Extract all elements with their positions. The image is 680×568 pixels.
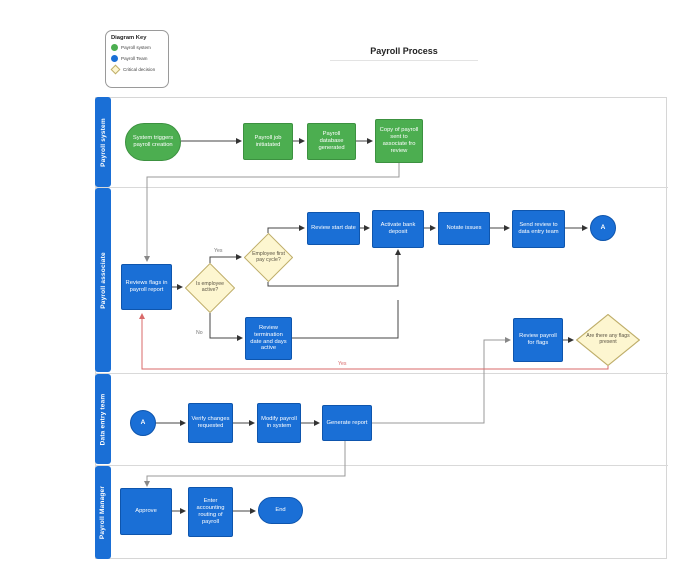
node-decision-flags-present[interactable]: Are there any flags present <box>576 314 640 366</box>
node-label: Review termination date and days active <box>250 324 287 352</box>
diagram-key-legend[interactable]: Diagram Key Payroll system Payroll Team … <box>105 30 169 88</box>
green-circle-icon <box>111 44 118 51</box>
legend-item-payroll-system: Payroll system <box>111 44 163 51</box>
node-label: Employee first pay cycle? <box>252 250 285 263</box>
node-label: Send review to data entry team <box>518 222 559 235</box>
lane-divider <box>95 373 668 374</box>
node-label: Notate issues <box>446 225 482 232</box>
node-label: A <box>140 419 146 427</box>
lane-label: Payroll associate <box>99 251 107 309</box>
node-activate-bank-deposit[interactable]: Activate bank deposit <box>372 210 424 248</box>
node-copy-sent[interactable]: Copy of payroll sent to associate fro re… <box>375 119 423 163</box>
node-review-termination[interactable]: Review termination date and days active <box>245 317 292 360</box>
legend-item-critical-decision: Critical decision <box>110 64 163 75</box>
node-label: Is employee active? <box>196 281 224 293</box>
node-label: Activate bank deposit <box>380 222 416 235</box>
node-verify-changes[interactable]: Verify changes requested <box>188 403 233 443</box>
lane-payroll-system[interactable]: Payroll system <box>95 97 111 187</box>
yellow-diamond-icon <box>110 64 121 75</box>
legend-item-label: Payroll Team <box>121 55 148 61</box>
node-reviews-flags[interactable]: Reviews flags in payroll report <box>121 264 172 310</box>
node-label: Are there any flags present <box>586 333 630 345</box>
lane-label: Payroll system <box>99 117 107 167</box>
node-label: End <box>275 507 286 514</box>
edge-label-yes-red: Yes <box>338 361 347 367</box>
edge-label-no: No <box>196 330 203 336</box>
node-review-payroll-flags[interactable]: Review payroll for flags <box>513 318 563 362</box>
page-title: Payroll Process <box>330 46 478 61</box>
node-start[interactable]: System triggers payroll creation <box>125 123 181 161</box>
node-label: A <box>600 224 606 232</box>
diamond-shape <box>185 263 235 313</box>
legend-item-label: Critical decision <box>123 67 156 72</box>
node-label: System triggers payroll creation <box>132 135 174 148</box>
blue-circle-icon <box>111 54 118 62</box>
legend-item-label: Payroll system <box>121 45 151 50</box>
legend-item-payroll-team: Payroll Team <box>111 54 163 62</box>
node-generate-report[interactable]: Generate report <box>322 405 372 441</box>
node-label: Approve <box>135 508 157 515</box>
node-modify-payroll[interactable]: Modify payroll in system <box>257 403 301 443</box>
node-label: Payroll database generated <box>318 131 345 151</box>
node-label: Modify payroll in system <box>261 416 297 429</box>
lane-payroll-manager[interactable]: Payroll Manager <box>95 466 111 559</box>
node-label: Enter accounting routing of payroll <box>196 498 225 525</box>
lane-label: Data entry team <box>99 393 107 445</box>
lane-divider <box>95 187 668 188</box>
lane-payroll-associate[interactable]: Payroll associate <box>95 188 111 372</box>
node-approve[interactable]: Approve <box>120 488 172 535</box>
node-connector-a-in[interactable]: A <box>130 410 156 436</box>
node-send-review[interactable]: Send review to data entry team <box>512 210 565 248</box>
node-payroll-database[interactable]: Payroll database generated <box>307 123 356 160</box>
node-label: Payroll job initiatated <box>254 134 282 148</box>
node-label: Verify changes requested <box>191 416 230 429</box>
lane-data-entry-team[interactable]: Data entry team <box>95 374 111 464</box>
node-decision-first-pay-cycle[interactable]: Employee first pay cycle? <box>244 233 293 282</box>
node-label: Copy of payroll sent to associate fro re… <box>379 127 419 154</box>
node-review-start-date[interactable]: Review start date <box>307 212 360 245</box>
node-label: Reviews flags in payroll report <box>125 280 168 293</box>
node-label: Generate report <box>326 419 368 426</box>
node-payroll-job[interactable]: Payroll job initiatated <box>243 123 293 160</box>
node-connector-a-out[interactable]: A <box>590 215 616 241</box>
node-notate-issues[interactable]: Notate issues <box>438 212 490 245</box>
edge-label-yes: Yes <box>214 248 223 254</box>
node-enter-accounting[interactable]: Enter accounting routing of payroll <box>188 487 233 537</box>
node-label: Review payroll for flags <box>519 333 557 346</box>
node-label: Review start date <box>311 225 356 232</box>
legend-title: Diagram Key <box>111 35 147 41</box>
node-end[interactable]: End <box>258 497 303 524</box>
node-decision-is-employee-active[interactable]: Is employee active? <box>185 263 235 313</box>
lane-divider <box>95 465 668 466</box>
lane-label: Payroll Manager <box>99 485 107 540</box>
